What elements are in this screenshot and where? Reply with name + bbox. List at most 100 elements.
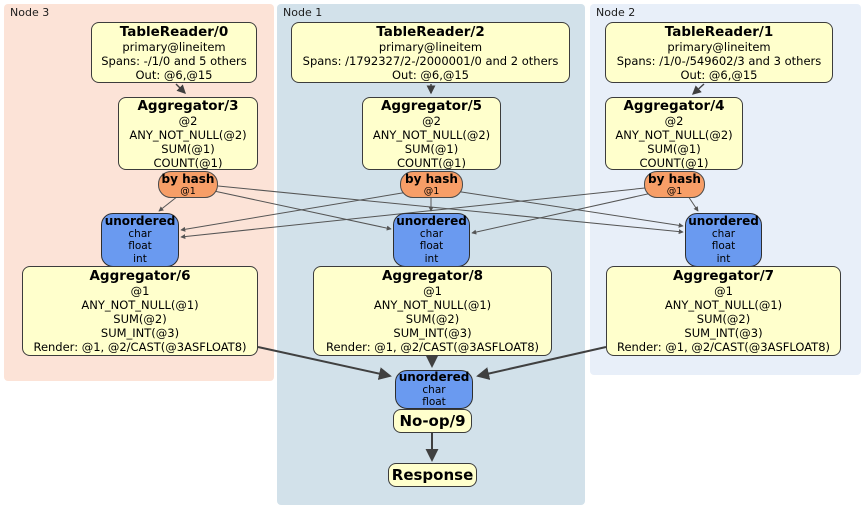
processor-index: primary@lineitem xyxy=(667,39,771,54)
processor-aggregator7: Aggregator/7 @1 ANY_NOT_NULL(@1) SUM(@2)… xyxy=(606,266,841,356)
processor-title: TableReader/1 xyxy=(664,23,774,40)
processor-render: Render: @1, @2/CAST(@3ASFLOAT8) xyxy=(325,340,540,354)
processor-agg-fn: COUNT(@1) xyxy=(397,155,466,170)
sync-type: float xyxy=(419,240,444,253)
router-by-hash-node3: by hash @1 xyxy=(158,171,218,198)
sync-type: int xyxy=(424,252,439,265)
processor-agg-fn: ANY_NOT_NULL(@1) xyxy=(81,298,199,312)
processor-aggregator8: Aggregator/8 @1 ANY_NOT_NULL(@1) SUM(@2)… xyxy=(313,266,552,356)
sync-type: float xyxy=(711,240,736,253)
sync-type: char xyxy=(128,227,152,240)
processor-title: Aggregator/4 xyxy=(623,97,725,114)
edge-tr0-agg3 xyxy=(175,83,186,94)
processor-aggregator5: Aggregator/5 @2 ANY_NOT_NULL(@2) SUM(@1)… xyxy=(362,97,501,170)
processor-agg-fn: SUM(@2) xyxy=(405,312,460,326)
processor-spans: Spans: -/1/0 and 5 others xyxy=(101,53,247,68)
processor-noop: No-op/9 xyxy=(393,409,472,433)
sync-label: unordered xyxy=(396,213,467,228)
sync-unordered-node2: unordered char float int xyxy=(685,213,762,267)
processor-agg-fn: SUM(@1) xyxy=(161,141,215,156)
processor-response: Response xyxy=(388,463,477,487)
router-label: by hash xyxy=(648,171,701,186)
processor-title: TableReader/2 xyxy=(376,23,485,40)
processor-title: Response xyxy=(391,466,474,484)
processor-aggregator4: Aggregator/4 @2 ANY_NOT_NULL(@2) SUM(@1)… xyxy=(605,97,743,170)
processor-agg-fn: SUM_INT(@3) xyxy=(684,326,763,340)
processor-title: Aggregator/5 xyxy=(380,97,483,114)
processor-render: Render: @1, @2/CAST(@3ASFLOAT8) xyxy=(616,340,831,354)
sync-type: float xyxy=(422,396,446,408)
sync-type: int xyxy=(716,252,731,265)
sync-type: char xyxy=(419,227,444,240)
sync-type: int xyxy=(133,252,147,265)
router-by-hash-node1: by hash @1 xyxy=(400,171,463,198)
edge-hash2-sync3 xyxy=(180,187,646,240)
processor-title: Aggregator/3 xyxy=(137,97,239,114)
router-detail: @1 xyxy=(666,185,683,197)
processor-spans: Spans: /1/0-/549602/3 and 3 others xyxy=(616,53,822,68)
edge-agg6-finalsync xyxy=(257,346,392,380)
sync-type: char xyxy=(711,227,736,240)
edge-hash2-sync1 xyxy=(471,192,653,235)
processor-index: primary@lineitem xyxy=(122,39,226,54)
processor-agg-fn: COUNT(@1) xyxy=(153,155,223,170)
router-detail: @1 xyxy=(180,185,196,197)
processor-tablereader2: TableReader/2 primary@lineitem Spans: /1… xyxy=(291,22,570,83)
sync-type: char xyxy=(422,383,446,396)
processor-groupcol: @2 xyxy=(178,113,198,128)
processor-title: Aggregator/8 xyxy=(381,268,484,284)
processor-aggregator3: Aggregator/3 @2 ANY_NOT_NULL(@2) SUM(@1)… xyxy=(118,97,258,170)
processor-agg-fn: ANY_NOT_NULL(@2) xyxy=(372,127,491,142)
processor-agg-fn: ANY_NOT_NULL(@2) xyxy=(129,127,247,142)
sync-unordered-final: unordered char float xyxy=(395,370,473,409)
processor-agg-fn: SUM(@2) xyxy=(696,312,751,326)
processor-agg-fn: ANY_NOT_NULL(@1) xyxy=(664,298,783,312)
sync-type: float xyxy=(128,240,152,253)
region-node2-label: Node 2 xyxy=(596,6,636,19)
processor-agg-fn: ANY_NOT_NULL(@1) xyxy=(373,298,492,312)
processor-tablereader1: TableReader/1 primary@lineitem Spans: /1… xyxy=(605,22,833,83)
edge-hash3-sync3 xyxy=(158,195,179,212)
sync-label: unordered xyxy=(104,213,176,228)
edge-hash2-sync2 xyxy=(687,195,699,212)
edge-hash1-sync3 xyxy=(180,191,409,232)
edge-hash1-sync2 xyxy=(454,190,684,228)
processor-render: Render: @1, @2/CAST(@3ASFLOAT8) xyxy=(33,340,247,354)
region-node3-label: Node 3 xyxy=(10,6,50,19)
processor-title: No-op/9 xyxy=(399,412,466,430)
processor-title: TableReader/0 xyxy=(119,23,229,40)
sync-unordered-node1: unordered char float int xyxy=(393,213,470,267)
processor-groupcol: @1 xyxy=(714,284,733,298)
sync-label: unordered xyxy=(688,213,759,228)
processor-title: Aggregator/7 xyxy=(672,268,775,284)
processor-aggregator6: Aggregator/6 @1 ANY_NOT_NULL(@1) SUM(@2)… xyxy=(22,266,258,356)
processor-out: Out: @6,@15 xyxy=(135,67,213,82)
processor-agg-fn: ANY_NOT_NULL(@2) xyxy=(615,127,733,142)
region-node1-label: Node 1 xyxy=(283,6,323,19)
sync-unordered-node3: unordered char float int xyxy=(101,213,179,267)
processor-agg-fn: SUM_INT(@3) xyxy=(393,326,472,340)
processor-agg-fn: SUM(@1) xyxy=(647,141,701,156)
processor-agg-fn: SUM(@1) xyxy=(404,141,459,156)
processor-out: Out: @6,@15 xyxy=(680,67,758,82)
router-detail: @1 xyxy=(423,185,440,197)
processor-spans: Spans: /1792327/2-/2000001/0 and 2 other… xyxy=(302,53,559,68)
edge-tr1-agg4 xyxy=(691,83,705,95)
processor-groupcol: @2 xyxy=(664,113,684,128)
processor-index: primary@lineitem xyxy=(378,39,483,54)
processor-title: Aggregator/6 xyxy=(89,268,191,284)
processor-groupcol: @1 xyxy=(423,284,442,298)
processor-agg-fn: SUM_INT(@3) xyxy=(100,326,180,340)
processor-tablereader0: TableReader/0 primary@lineitem Spans: -/… xyxy=(91,22,257,83)
processor-agg-fn: COUNT(@1) xyxy=(639,155,709,170)
processor-groupcol: @2 xyxy=(422,113,441,128)
processor-groupcol: @1 xyxy=(130,284,150,298)
router-by-hash-node2: by hash @1 xyxy=(644,171,705,198)
edge-agg7-finalsync xyxy=(476,346,607,380)
sync-label: unordered xyxy=(398,369,470,384)
processor-out: Out: @6,@15 xyxy=(392,67,469,82)
router-label: by hash xyxy=(161,171,215,186)
router-label: by hash xyxy=(405,171,458,186)
